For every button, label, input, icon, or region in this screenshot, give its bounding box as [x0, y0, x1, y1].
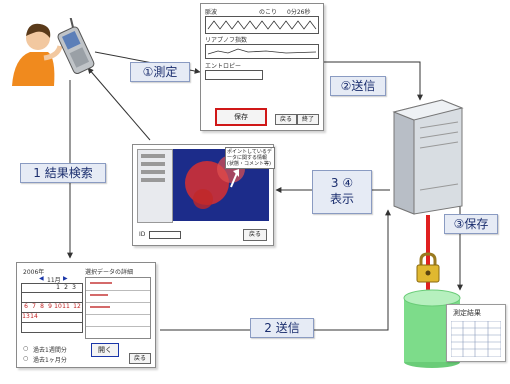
step-send-1: ②送信 — [330, 76, 386, 96]
entropy-field — [205, 70, 263, 80]
lyapunov-label: リアプノフ指数 — [205, 37, 248, 44]
detail-list — [85, 277, 151, 339]
cal-day[interactable]: 6 — [24, 303, 28, 310]
calendar-week-2: 6 7 8 9 10 11 12 — [22, 303, 82, 313]
cal-day[interactable]: 8 — [40, 303, 44, 310]
cal-day[interactable]: 3 — [72, 284, 76, 291]
id-label: ID — [139, 231, 146, 238]
step-display-label: 3 ④ 表示 — [329, 176, 354, 206]
cal-day[interactable]: 7 — [32, 303, 36, 310]
year-label: 2006年 — [23, 269, 45, 276]
result-back-button[interactable]: 戻る — [243, 229, 267, 241]
calendar-week-3: 13 14 — [22, 313, 82, 323]
cal-day[interactable]: 13 — [22, 313, 30, 320]
calendar-week-4 — [22, 323, 82, 332]
lyapunov-graph — [205, 44, 319, 59]
option-week-label: 過去1週間分 — [33, 347, 67, 354]
cal-day[interactable]: 9 — [48, 303, 52, 310]
calendar-panel: 2006年 ◀ 11月 ▶ 選択データの詳細 1 2 3 6 7 8 9 10 … — [16, 262, 156, 368]
step-send-2: 2 送信 — [250, 318, 314, 338]
step-save: ③保存 — [444, 214, 498, 234]
result-sidebar — [137, 149, 173, 223]
cal-day[interactable]: 2 — [64, 284, 68, 291]
result-sheet-grid — [451, 321, 501, 357]
wave-label: 脈波 — [205, 9, 218, 16]
cal-day[interactable]: 11 — [62, 303, 70, 310]
month-prev-icon[interactable]: ◀ — [39, 275, 44, 282]
cal-day[interactable]: 10 — [54, 303, 62, 310]
calendar-grid: 1 2 3 6 7 8 9 10 11 12 13 14 — [21, 283, 83, 333]
arrow-send-1 — [322, 61, 423, 101]
cal-day[interactable]: 1 — [56, 284, 60, 291]
id-field[interactable] — [149, 231, 181, 239]
cal-day[interactable]: 14 — [30, 313, 38, 320]
result-sheet: 測定結果 — [446, 304, 506, 362]
time-readout: 0分26秒 — [287, 9, 311, 16]
save-button[interactable]: 保存 — [215, 108, 267, 126]
calendar-week-1 — [22, 293, 82, 303]
padlock-icon — [416, 252, 440, 283]
entropy-label: エントロピー — [205, 63, 242, 70]
step-display: 3 ④ 表示 — [312, 170, 372, 214]
end-button[interactable]: 終了 — [297, 114, 319, 125]
data-tooltip: ポイントしているデータに関する情報(状態・コメント等) — [225, 147, 275, 169]
person-with-phone-icon — [12, 18, 95, 86]
pulse-wave-graph — [205, 16, 319, 34]
month-label: 11月 — [47, 277, 61, 284]
back-button[interactable]: 戻る — [275, 114, 297, 125]
server-icon — [392, 99, 464, 215]
detail-title: 選択データの詳細 — [85, 269, 134, 276]
radio-icon[interactable]: ○ — [23, 345, 29, 352]
month-next-icon[interactable]: ▶ — [63, 275, 68, 282]
step-measure: ①測定 — [130, 62, 190, 82]
arrow-to-phone — [87, 67, 151, 141]
calendar-week-0: 1 2 3 — [22, 284, 82, 293]
measurement-panel: 脈波 のこり 0分26秒 リアプノフ指数 エントロピー 保存 戻る 終了 — [200, 3, 324, 131]
arrow-send-2 — [160, 209, 391, 331]
calendar-back-button[interactable]: 戻る — [129, 353, 151, 364]
result-display-panel: ポイントしているデータに関する情報(状態・コメント等) ID 戻る — [132, 144, 275, 246]
cal-day[interactable]: 12 — [73, 303, 81, 310]
radio-icon[interactable]: ○ — [23, 355, 29, 362]
option-month-label: 過去1ヶ月分 — [33, 357, 67, 364]
open-button[interactable]: 開く — [91, 343, 119, 357]
remaining-label: のこり — [259, 9, 278, 16]
database-label: 測定結果 — [453, 309, 481, 317]
step-result-search: 1 結果検索 — [20, 163, 106, 183]
